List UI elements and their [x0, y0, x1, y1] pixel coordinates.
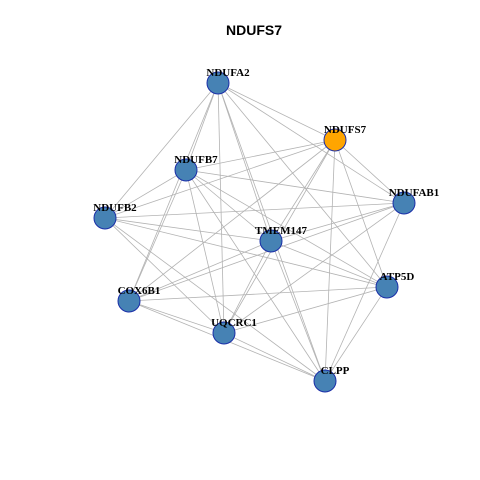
- edge-uqcrc1-clpp: [223, 332, 326, 382]
- edge-ndufb7-atp5d: [185, 169, 388, 288]
- edge-ndufa2-ndufb2: [104, 82, 219, 219]
- edge-ndufb2-atp5d: [104, 217, 388, 288]
- edge-ndufab1-tmem147: [270, 202, 405, 242]
- edge-cox6b1-uqcrc1: [128, 300, 225, 334]
- edge-ndufab1-ndufb2: [104, 202, 405, 219]
- edge-ndufb7-clpp: [185, 169, 326, 382]
- edge-ndufa2-uqcrc1: [217, 82, 225, 334]
- edge-ndufs7-ndufb2: [104, 139, 336, 219]
- edge-atp5d-cox6b1: [128, 286, 388, 302]
- node-label-ndufab1: NDUFAB1: [389, 187, 440, 199]
- edge-ndufb7-uqcrc1: [185, 169, 225, 334]
- edge-atp5d-uqcrc1: [223, 286, 388, 334]
- edge-ndufab1-uqcrc1: [223, 202, 405, 334]
- edge-ndufb7-ndufab1: [185, 169, 405, 204]
- edge-ndufb2-clpp: [104, 217, 326, 382]
- edge-ndufa2-cox6b1: [128, 82, 219, 302]
- edge-ndufb2-tmem147: [104, 217, 272, 242]
- node-ndufs7: [323, 128, 347, 152]
- node-ndufab1: [392, 191, 416, 215]
- node-cox6b1: [117, 289, 141, 313]
- edge-ndufs7-ndufb7: [185, 139, 336, 171]
- edge-ndufs7-clpp: [324, 139, 336, 382]
- edge-ndufs7-tmem147: [270, 139, 336, 242]
- node-tmem147: [259, 229, 283, 253]
- edge-ndufa2-atp5d: [217, 82, 388, 288]
- node-uqcrc1: [212, 321, 236, 345]
- nodes-layer: [93, 71, 416, 393]
- node-label-ndufb7: NDUFB7: [174, 154, 218, 166]
- edge-atp5d-clpp: [324, 286, 388, 382]
- edge-ndufs7-atp5d: [334, 139, 388, 288]
- node-label-ndufa2: NDUFA2: [206, 67, 250, 79]
- node-label-atp5d: ATP5D: [380, 271, 415, 283]
- node-label-tmem147: TMEM147: [255, 225, 307, 237]
- node-label-ndufb2: NDUFB2: [93, 202, 137, 214]
- node-ndufb2: [93, 206, 117, 230]
- node-ndufb7: [174, 158, 198, 182]
- node-label-cox6b1: COX6B1: [118, 285, 161, 297]
- node-clpp: [313, 369, 337, 393]
- edge-ndufab1-clpp: [324, 202, 405, 382]
- edge-ndufa2-ndufs7: [217, 82, 336, 141]
- edges-layer: [104, 82, 405, 382]
- labels-layer: NDUFA2NDUFS7NDUFB7NDUFAB1NDUFB2TMEM147AT…: [93, 67, 439, 377]
- edge-ndufs7-ndufab1: [334, 139, 405, 204]
- edge-ndufb7-tmem147: [185, 169, 272, 242]
- edge-tmem147-clpp: [270, 240, 326, 382]
- edge-ndufa2-ndufb7: [185, 82, 219, 171]
- node-atp5d: [375, 275, 399, 299]
- edge-ndufa2-ndufab1: [217, 82, 405, 204]
- edge-tmem147-cox6b1: [128, 240, 272, 302]
- diagram-title: NDUFS7: [226, 22, 282, 38]
- node-ndufa2: [206, 71, 230, 95]
- edge-ndufb7-cox6b1: [128, 169, 187, 302]
- node-label-clpp: CLPP: [321, 365, 350, 377]
- edge-ndufb2-uqcrc1: [104, 217, 225, 334]
- edge-ndufb7-ndufb2: [104, 169, 187, 219]
- edge-tmem147-atp5d: [270, 240, 388, 288]
- edge-ndufs7-cox6b1: [128, 139, 336, 302]
- edge-ndufab1-cox6b1: [128, 202, 405, 302]
- edge-tmem147-uqcrc1: [223, 240, 272, 334]
- node-label-ndufs7: NDUFS7: [324, 124, 367, 136]
- node-label-uqcrc1: UQCRC1: [211, 317, 257, 329]
